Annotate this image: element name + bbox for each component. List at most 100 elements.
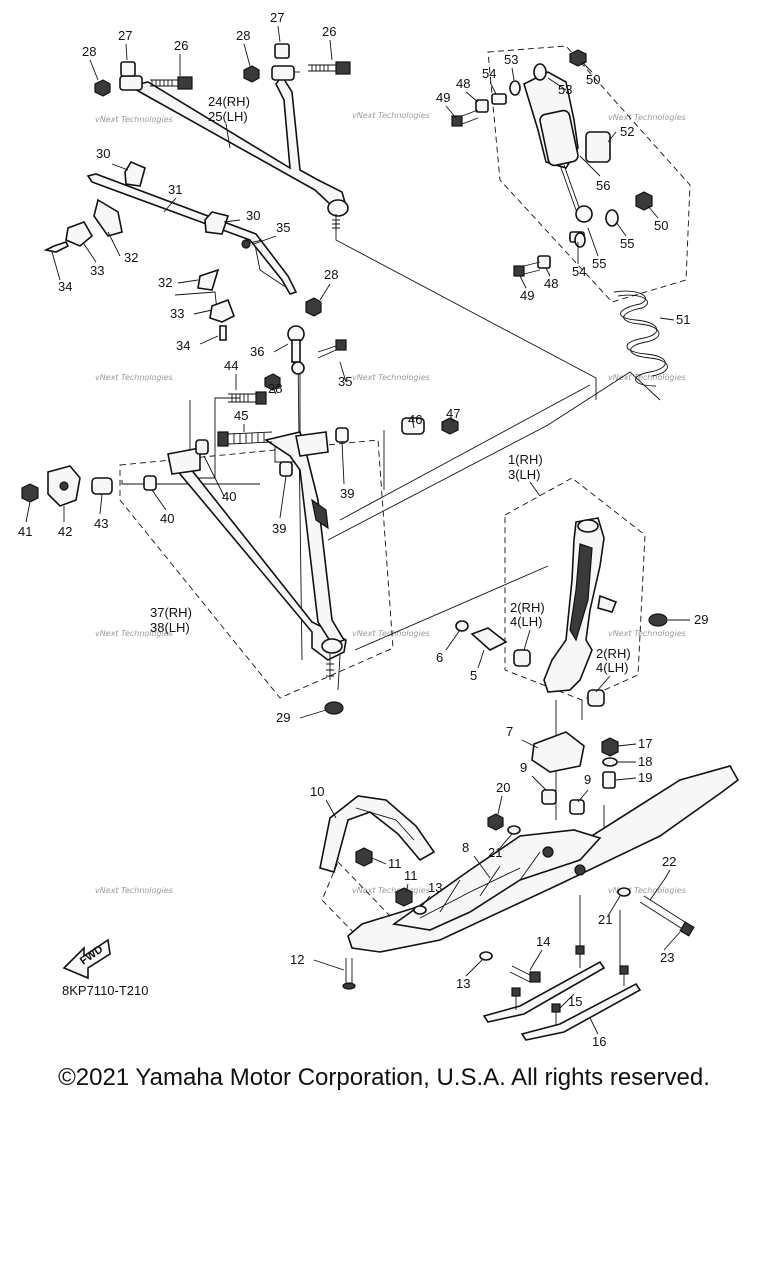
washer-53	[509, 80, 521, 96]
bushing-40	[195, 439, 209, 455]
callout-45: 45	[234, 408, 248, 423]
washer-55	[574, 232, 586, 248]
lower-a-arm	[167, 431, 347, 680]
callout-38: 38(LH)	[150, 620, 190, 635]
spring-51	[613, 290, 668, 387]
shaft-5	[470, 627, 508, 651]
callout-49: 49	[436, 90, 450, 105]
callout-35: 35	[338, 374, 352, 389]
parts-diagram: vNext Technologies vNext Technologies vN…	[18, 10, 740, 1049]
upper-a-arm	[119, 65, 349, 232]
callout-16: 16	[592, 1034, 606, 1049]
nut-41	[21, 483, 39, 503]
callout-55: 55	[620, 236, 634, 251]
nut-50	[635, 191, 653, 211]
spindle	[543, 517, 618, 693]
nut-11	[355, 847, 373, 867]
clamp-30	[204, 211, 230, 235]
callout-54: 54	[572, 264, 586, 279]
bolt-35	[317, 339, 347, 359]
callout-30: 30	[246, 208, 260, 223]
callout-52: 52	[620, 124, 634, 139]
bushing-27	[274, 43, 290, 59]
ski	[347, 765, 740, 953]
washer-53	[533, 63, 547, 81]
shock-absorber	[523, 71, 611, 223]
callout-12: 12	[290, 952, 304, 967]
bracket-33	[65, 221, 94, 247]
callout-23: 23	[660, 950, 674, 965]
washer-13	[413, 905, 427, 915]
watermark: vNext Technologies	[352, 373, 430, 382]
callout-54: 54	[482, 66, 496, 81]
callout-29: 29	[276, 710, 290, 725]
diagram-code: 8KP7110-T210	[62, 983, 149, 998]
nut-28	[264, 373, 281, 391]
collar-9	[541, 789, 557, 805]
callout-40: 40	[160, 511, 174, 526]
bushing-2-4	[587, 689, 605, 707]
bolt-26	[150, 76, 193, 90]
callout-6: 6	[436, 650, 443, 665]
bolt-49	[451, 109, 479, 127]
callout-55: 55	[592, 256, 606, 271]
watermark: vNext Technologies	[95, 115, 173, 124]
spindle-assembly-box	[504, 477, 646, 701]
bolt-22	[639, 895, 695, 937]
nut-11	[395, 887, 413, 907]
bushing-27	[120, 61, 136, 77]
callout-10: 10	[310, 784, 324, 799]
callout-4: 4(LH)	[510, 614, 543, 629]
callout-20: 20	[496, 780, 510, 795]
callout-34: 34	[176, 338, 190, 353]
fwd-arrow-icon: FWD	[62, 938, 111, 980]
clamp-30	[124, 160, 146, 187]
washer-18	[602, 757, 618, 767]
collar-9	[569, 799, 585, 815]
callout-42: 42	[58, 524, 72, 539]
collar-48	[475, 99, 489, 113]
washer-21	[507, 825, 521, 835]
bolt-44	[228, 391, 267, 405]
bushing-40	[143, 475, 157, 491]
callout-28: 28	[82, 44, 96, 59]
runner-15	[482, 945, 606, 1023]
callout-41: 41	[18, 524, 32, 539]
lower-arm-assembly-box	[119, 439, 394, 699]
ski-handle	[319, 795, 436, 873]
callout-1: 1(RH)	[508, 452, 543, 467]
callout-53: 53	[504, 52, 518, 67]
nut-28	[305, 297, 322, 317]
callout-9: 9	[520, 760, 527, 775]
callout-28: 28	[268, 381, 282, 396]
callout-36: 36	[250, 344, 264, 359]
bolt-26	[308, 61, 351, 75]
copyright-notice: ©2021 Yamaha Motor Corporation, U.S.A. A…	[58, 1064, 710, 1091]
bolt-34	[219, 325, 227, 341]
callout-34: 34	[58, 279, 72, 294]
callout-37: 37(RH)	[150, 605, 192, 620]
callout-11: 11	[388, 856, 402, 871]
stabilizer-bar	[86, 173, 298, 295]
callout-50: 50	[654, 218, 668, 233]
callout-21: 21	[488, 845, 502, 860]
plate-42	[47, 465, 81, 507]
callout-31: 31	[168, 182, 182, 197]
callout-3: 3(LH)	[508, 467, 541, 482]
bracket-33	[209, 298, 236, 323]
callout-26: 26	[322, 24, 336, 39]
callout-50: 50	[586, 72, 600, 87]
watermark: vNext Technologies	[95, 886, 173, 895]
spacer-19	[602, 771, 616, 789]
bolt-49	[513, 261, 541, 277]
bushing-39	[279, 461, 293, 477]
callout-4: 4(LH)	[596, 660, 629, 675]
ski-assembly-box	[321, 861, 393, 936]
bracket-32	[197, 268, 220, 291]
link-36	[287, 325, 305, 375]
washer-13	[479, 951, 493, 961]
watermark: vNext Technologies	[352, 111, 430, 120]
washer-6	[455, 620, 469, 632]
collar-43	[91, 477, 113, 495]
callout-27: 27	[118, 28, 132, 43]
